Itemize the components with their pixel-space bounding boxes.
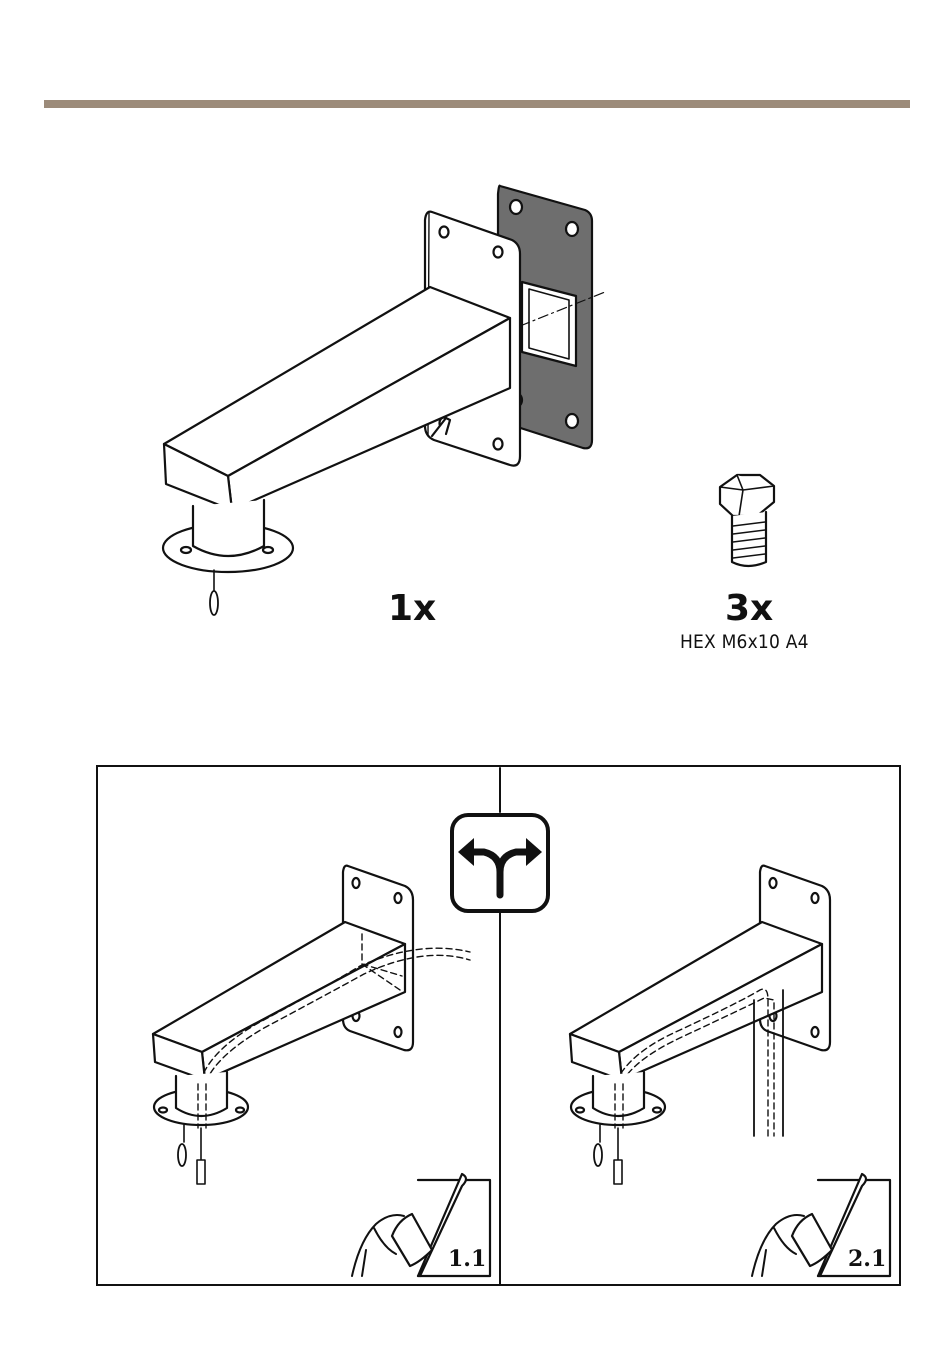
- fork-arrows-icon: [452, 815, 548, 911]
- left-option-illustration: [153, 866, 470, 1184]
- left-page-ref: 1.1: [448, 1246, 486, 1272]
- right-page-ref: 2.1: [848, 1246, 886, 1272]
- right-option-illustration: [570, 866, 830, 1184]
